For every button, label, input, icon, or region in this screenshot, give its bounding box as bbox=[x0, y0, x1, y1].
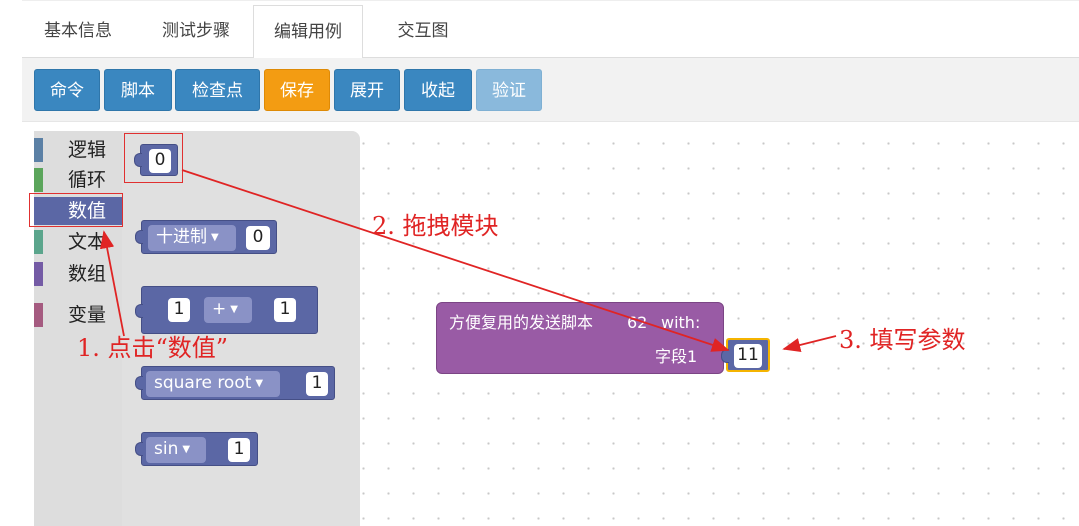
operator-label: + bbox=[212, 299, 227, 319]
output-connector bbox=[135, 376, 143, 390]
category-list[interactable]: 数组 bbox=[34, 260, 122, 288]
number-field[interactable]: 0 bbox=[149, 149, 171, 173]
category-swatch bbox=[34, 199, 43, 223]
math-function-dropdown[interactable]: square root▼ bbox=[146, 371, 280, 397]
category-swatch bbox=[34, 303, 43, 327]
category-math[interactable]: 数值 bbox=[34, 197, 122, 225]
highlight-number-block bbox=[124, 133, 183, 183]
collapse-button[interactable]: 收起 bbox=[404, 69, 472, 111]
save-button[interactable]: 保存 bbox=[264, 69, 330, 111]
radix-dropdown-label: 十进制 bbox=[156, 227, 207, 247]
dropdown-arrow-icon: ▼ bbox=[211, 232, 219, 243]
param-label: 字段1 bbox=[655, 347, 698, 366]
trig-function-label: sin bbox=[154, 439, 179, 459]
procedure-title: 方便复用的发送脚本 bbox=[449, 313, 594, 332]
dropdown-arrow-icon: ▼ bbox=[255, 378, 264, 389]
highlight-math-category bbox=[29, 193, 123, 227]
category-label: 文本 bbox=[68, 231, 107, 253]
category-label: 逻辑 bbox=[68, 139, 107, 161]
arith-right-field[interactable]: 1 bbox=[274, 298, 296, 322]
category-label: 变量 bbox=[68, 304, 107, 326]
category-label: 循环 bbox=[68, 169, 107, 191]
math-function-label: square root bbox=[154, 373, 252, 393]
category-swatch bbox=[34, 138, 43, 162]
procedure-with-label: with: bbox=[661, 313, 701, 332]
category-logic[interactable]: 逻辑 bbox=[34, 136, 122, 164]
math-value-field[interactable]: 1 bbox=[306, 372, 328, 396]
tab-bar: 基本信息 测试步骤 编辑用例 交互图 bbox=[22, 0, 1079, 60]
tab-interaction-diagram[interactable]: 交互图 bbox=[397, 21, 449, 41]
category-swatch bbox=[34, 230, 43, 254]
trig-dropdown[interactable]: sin▼ bbox=[146, 437, 206, 463]
dropdown-arrow-icon: ▼ bbox=[182, 444, 191, 455]
param-value-field[interactable]: 11 bbox=[734, 344, 762, 368]
trig-block[interactable]: sin▼ 1 bbox=[135, 432, 258, 466]
radix-number-block[interactable]: 十进制 ▼ 0 bbox=[135, 220, 277, 254]
annotation-click: 1. 点击“数值” bbox=[77, 334, 229, 362]
verify-button[interactable]: 验证 bbox=[476, 69, 542, 111]
procedure-call-block[interactable]: 方便复用的发送脚本 62 with: 字段1 bbox=[436, 302, 724, 374]
output-connector bbox=[135, 304, 143, 318]
dropped-number-block[interactable]: 11 bbox=[721, 338, 770, 372]
procedure-number: 62 bbox=[627, 313, 648, 332]
math-function-block[interactable]: square root▼ 1 bbox=[135, 366, 335, 400]
output-connector bbox=[135, 442, 143, 456]
category-label: 数值 bbox=[68, 200, 107, 222]
radix-dropdown[interactable]: 十进制 ▼ bbox=[148, 225, 236, 251]
category-swatch bbox=[34, 168, 43, 192]
trig-value-field[interactable]: 1 bbox=[228, 438, 250, 462]
output-connector bbox=[135, 230, 143, 244]
output-connector bbox=[134, 153, 142, 167]
script-button[interactable]: 脚本 bbox=[104, 69, 172, 111]
category-variables[interactable]: 变量 bbox=[34, 301, 122, 329]
annotation-drag: 2. 拖拽模块 bbox=[372, 212, 499, 240]
expand-button[interactable]: 展开 bbox=[334, 69, 400, 111]
math-number-block[interactable]: 0 bbox=[134, 144, 178, 176]
arithmetic-block[interactable]: 1 +▼ 1 bbox=[135, 286, 318, 334]
category-text[interactable]: 文本 bbox=[34, 228, 122, 256]
tab-edit-case[interactable]: 编辑用例 bbox=[253, 5, 363, 60]
command-button[interactable]: 命令 bbox=[34, 69, 100, 111]
toolbar: 命令 脚本 检查点 保存 展开 收起 验证 bbox=[22, 58, 1079, 122]
radix-value-field[interactable]: 0 bbox=[246, 226, 270, 250]
tab-test-steps[interactable]: 测试步骤 bbox=[162, 21, 230, 41]
checkpoint-button[interactable]: 检查点 bbox=[175, 69, 260, 111]
category-swatch bbox=[34, 262, 43, 286]
category-label: 数组 bbox=[68, 263, 107, 285]
output-connector bbox=[721, 349, 729, 363]
dropdown-arrow-icon: ▼ bbox=[230, 304, 238, 315]
operator-dropdown[interactable]: +▼ bbox=[204, 297, 252, 323]
category-loop[interactable]: 循环 bbox=[34, 166, 122, 194]
annotation-fill: 3. 填写参数 bbox=[839, 326, 966, 354]
tab-basic-info[interactable]: 基本信息 bbox=[44, 21, 112, 41]
arith-left-field[interactable]: 1 bbox=[168, 298, 190, 322]
